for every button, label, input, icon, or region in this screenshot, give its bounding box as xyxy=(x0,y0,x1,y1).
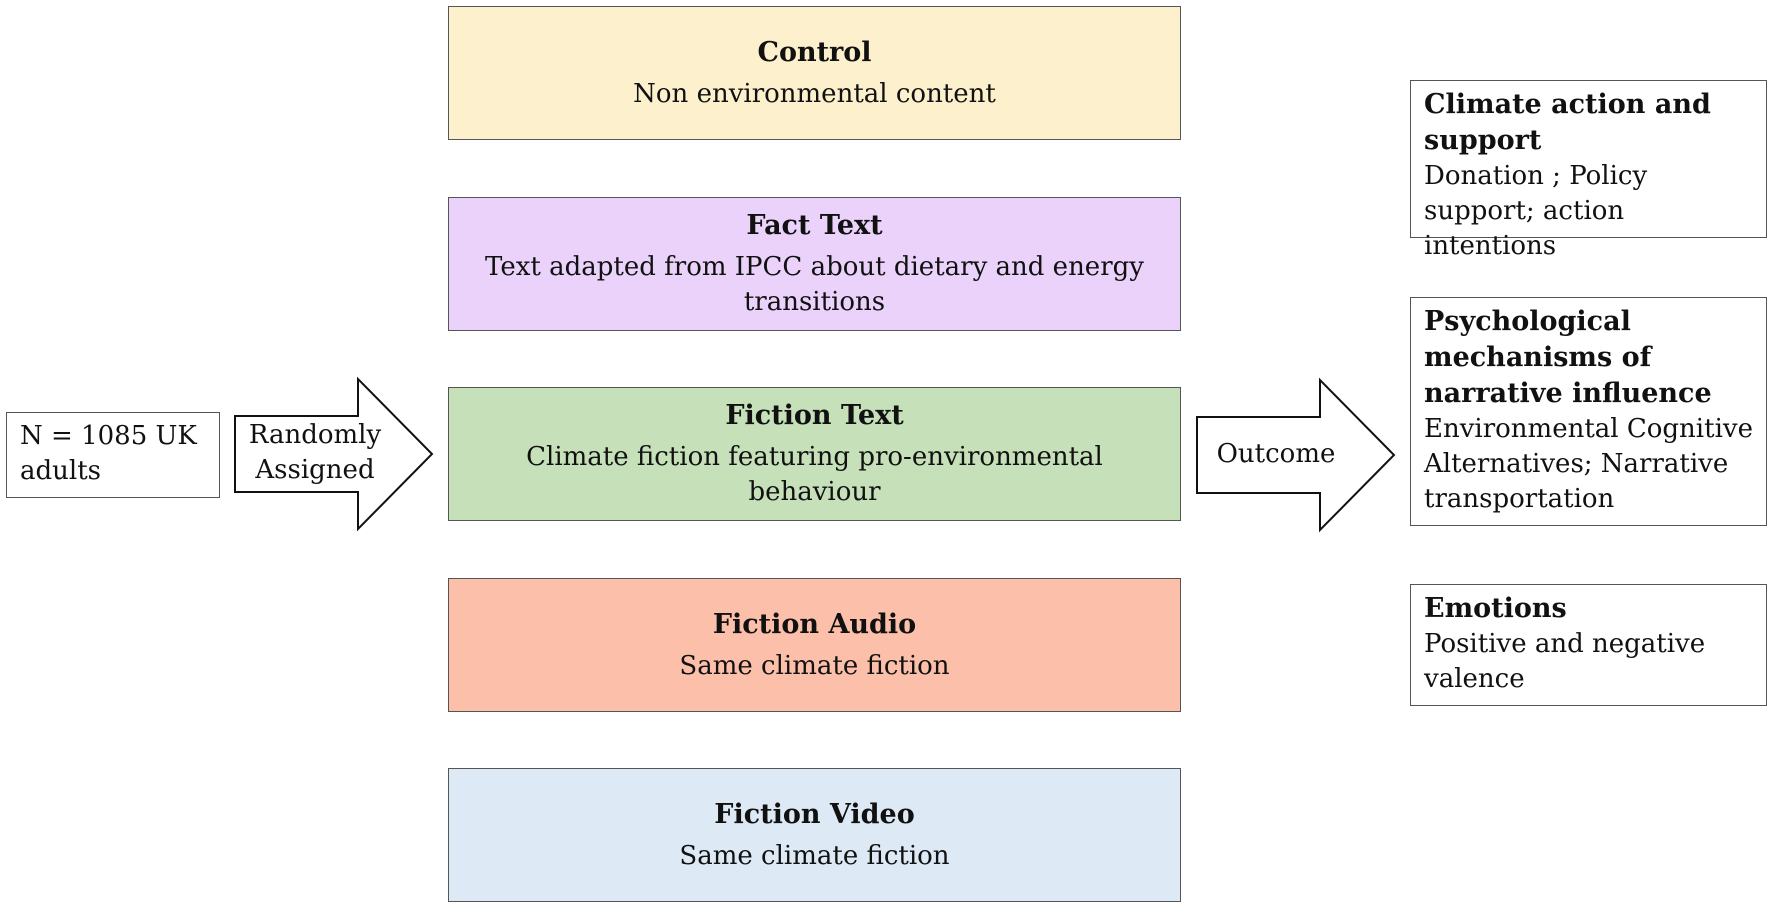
outcome-emotions: Emotions Positive and negative valence xyxy=(1410,584,1767,706)
randomly-assigned-arrow xyxy=(234,376,434,532)
outcome-psychological-mechanisms: Psychological mechanisms of narrative in… xyxy=(1410,297,1767,526)
outcome-climate-action: Climate action and support Donation ; Po… xyxy=(1410,80,1767,261)
condition-description: Non environmental content xyxy=(633,78,996,109)
outcome-label: Outcome xyxy=(1206,437,1346,472)
outcome-description: Positive and negative valence xyxy=(1424,629,1706,694)
outcome-title: Climate action and support xyxy=(1424,89,1711,156)
sample-text: N = 1085 UK adults xyxy=(20,421,197,486)
condition-description: Climate fiction featuring pro-environmen… xyxy=(526,442,1103,507)
condition-fiction-text: Fiction Text Climate fiction featuring p… xyxy=(448,387,1181,521)
condition-description: Text adapted from IPCC about dietary and… xyxy=(485,252,1144,317)
condition-fiction-video: Fiction Video Same climate fiction xyxy=(448,768,1181,902)
condition-title: Fiction Audio xyxy=(712,608,917,640)
outcome-title: Emotions xyxy=(1424,593,1567,624)
condition-description: Same climate fiction xyxy=(679,650,950,681)
condition-fiction-audio: Fiction Audio Same climate fiction xyxy=(448,578,1181,712)
outcome-arrow xyxy=(1196,377,1396,533)
randomly-assigned-line2: Assigned xyxy=(255,455,375,485)
condition-title: Fiction Video xyxy=(714,798,915,830)
randomly-assigned-label: Randomly Assigned xyxy=(238,418,392,488)
condition-title: Fiction Text xyxy=(725,400,904,431)
condition-title: Control xyxy=(757,36,872,68)
condition-title: Fact Text xyxy=(746,210,883,241)
outcome-description: Environmental Cognitive Alternatives; Na… xyxy=(1424,414,1753,514)
sample-box: N = 1085 UK adults xyxy=(6,412,220,498)
outcome-label-text: Outcome xyxy=(1216,439,1336,469)
randomly-assigned-line1: Randomly xyxy=(248,420,382,450)
outcome-title: Psychological mechanisms of narrative in… xyxy=(1424,306,1712,409)
condition-description: Same climate fiction xyxy=(679,840,950,871)
condition-control: Control Non environmental content xyxy=(448,6,1181,140)
condition-fact-text: Fact Text Text adapted from IPCC about d… xyxy=(448,197,1181,331)
outcome-description: Donation ; Policy support; action intent… xyxy=(1424,161,1648,261)
